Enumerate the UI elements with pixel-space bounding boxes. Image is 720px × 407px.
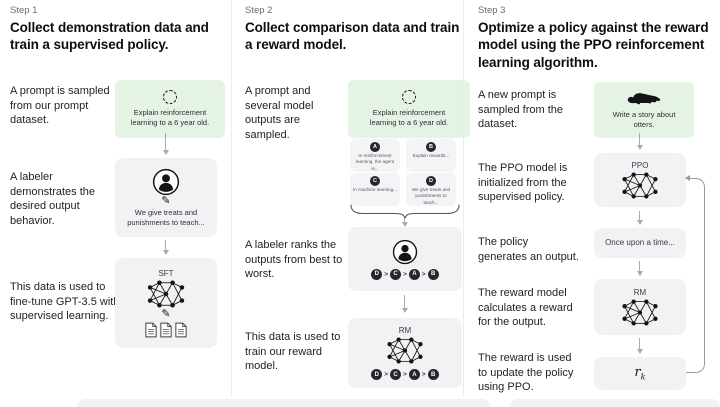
document-icon <box>175 322 187 338</box>
step-3-caption-prompt: A new prompt is sampled from the dataset… <box>478 89 563 131</box>
rank-separator: > <box>384 371 389 378</box>
pencil-icon: ✎ <box>161 194 171 207</box>
step-2-column: Step 2 Collect comparison data and train… <box>245 0 470 407</box>
otter-icon <box>627 90 661 106</box>
rank-badge: D <box>371 268 383 280</box>
down-arrow-icon <box>400 218 409 227</box>
labeler-icon <box>392 239 418 265</box>
rm-model-label: RM <box>398 326 412 335</box>
step-3-prompt-box: Write a story about otters. <box>594 82 694 138</box>
sft-model-label: SFT <box>158 268 174 278</box>
output-b-text: Explain rewards... <box>412 153 450 158</box>
rank-badge: B <box>427 369 439 380</box>
step-3-caption-update: The reward is used to update the policy … <box>478 352 574 394</box>
output-a-badge: A <box>370 142 380 152</box>
ranking-row: D > C > A > B <box>371 268 439 280</box>
output-c-badge: C <box>370 176 380 186</box>
ppo-model-box: PPO <box>594 153 686 207</box>
step-3-caption-ppo: The PPO model is initialized from the su… <box>478 162 568 204</box>
policy-output-box: Once upon a time... <box>594 228 686 258</box>
down-arrow-icon <box>161 240 170 255</box>
step-3-reward-model-box: RM <box>594 279 686 335</box>
output-c-text: In machine learning... <box>353 187 397 192</box>
sampling-icon <box>163 90 177 105</box>
pencil-icon: ✎ <box>161 307 171 320</box>
rank-separator: > <box>403 270 407 278</box>
step-2-labeler-box: D > C > A > B <box>348 227 462 291</box>
document-icon <box>145 322 157 338</box>
rank-badge: C <box>390 268 402 280</box>
output-b-box: B Explain rewards... <box>406 139 456 172</box>
neural-network-icon <box>145 279 187 309</box>
below-fold-box <box>510 399 720 407</box>
rank-separator: > <box>421 371 426 378</box>
rm-model-label: RM <box>633 287 647 297</box>
rank-badge: B <box>427 268 439 280</box>
output-d-text: We give treats and punishments to teach.… <box>411 186 451 205</box>
output-d-box: D We give treats and punishments to teac… <box>406 173 456 206</box>
step-3-title: Optimize a policy against the reward mod… <box>478 20 709 70</box>
step-2-caption-rank: A labeler ranks the outputs from best to… <box>245 239 343 281</box>
output-a-box: A In reinforcement learning, the agent i… <box>350 139 400 172</box>
rank-badge: D <box>371 369 383 380</box>
column-divider <box>231 0 232 397</box>
step-3-prompt-text: Write a story about otters. <box>612 110 676 129</box>
output-a-text: In reinforcement learning, the agent is.… <box>355 152 395 171</box>
neural-network-icon <box>620 171 660 200</box>
step-1-caption-finetune: This data is used to fine-tune GPT-3.5 w… <box>10 281 120 323</box>
rank-badge: A <box>408 268 420 280</box>
down-arrow-icon <box>635 338 644 354</box>
ppo-model-label: PPO <box>631 160 649 170</box>
step-2-prompt-text: Explain reinforcement learning to a 6 ye… <box>369 108 449 127</box>
labeler-icon <box>152 168 180 196</box>
sampling-icon <box>402 90 416 105</box>
policy-output-text: Once upon a time... <box>605 237 675 247</box>
feedback-loop-arrow <box>685 174 705 373</box>
step-2-title: Collect comparison data and train a rewa… <box>245 20 460 53</box>
reward-model-box: RM D > C > A > B <box>348 318 462 388</box>
reward-value-box: rk <box>594 357 686 390</box>
step-3-caption-output: The policy generates an output. <box>478 236 579 263</box>
step-1-column: Step 1 Collect demonstration data and tr… <box>10 0 231 407</box>
rank-separator: > <box>403 371 407 378</box>
down-arrow-icon <box>635 133 644 150</box>
column-divider <box>463 0 464 397</box>
neural-network-icon <box>620 298 660 327</box>
step-1-demonstration-text: We give treats and punishments to teach.… <box>127 207 205 227</box>
step-1-prompt-text: Explain reinforcement learning to a 6 ye… <box>130 108 210 127</box>
output-b-badge: B <box>426 142 436 152</box>
step-3-caption-reward: The reward model calculates a reward for… <box>478 287 573 329</box>
reward-symbol: rk <box>634 365 646 382</box>
step-1-title: Collect demonstration data and train a s… <box>10 20 209 53</box>
output-d-badge: D <box>426 176 436 186</box>
ranking-row: D > C > A > B <box>371 369 439 380</box>
documents-row <box>145 322 187 338</box>
step-1-caption-prompt: A prompt is sampled from our prompt data… <box>10 85 110 127</box>
step-3-label: Step 3 <box>478 5 506 16</box>
step-2-prompt-box: Explain reinforcement learning to a 6 ye… <box>348 80 470 138</box>
sft-model-box: SFT ✎ <box>115 258 217 348</box>
below-fold-box <box>77 399 490 407</box>
step-2-caption-prompt: A prompt and several model outputs are s… <box>245 85 314 141</box>
rank-separator: > <box>421 270 426 278</box>
step-1-caption-labeler: A labeler demonstrates the desired outpu… <box>10 171 95 227</box>
step-2-caption-train: This data is used to train our reward mo… <box>245 331 341 373</box>
step-3-column: Step 3 Optimize a policy against the rew… <box>478 0 718 407</box>
step-1-labeler-box: ✎ We give treats and punishments to teac… <box>115 158 217 237</box>
neural-network-icon <box>385 336 425 365</box>
step-1-label: Step 1 <box>10 5 38 16</box>
down-arrow-icon <box>635 261 644 276</box>
down-arrow-icon <box>161 133 170 155</box>
rank-separator: > <box>384 270 389 278</box>
rank-badge: A <box>408 369 420 380</box>
output-c-box: C In machine learning... <box>350 173 400 206</box>
step-1-prompt-box: Explain reinforcement learning to a 6 ye… <box>115 80 225 138</box>
rank-badge: C <box>390 369 402 380</box>
down-arrow-icon <box>635 211 644 225</box>
down-arrow-icon <box>400 295 409 313</box>
document-icon <box>160 322 172 338</box>
step-2-label: Step 2 <box>245 5 273 16</box>
